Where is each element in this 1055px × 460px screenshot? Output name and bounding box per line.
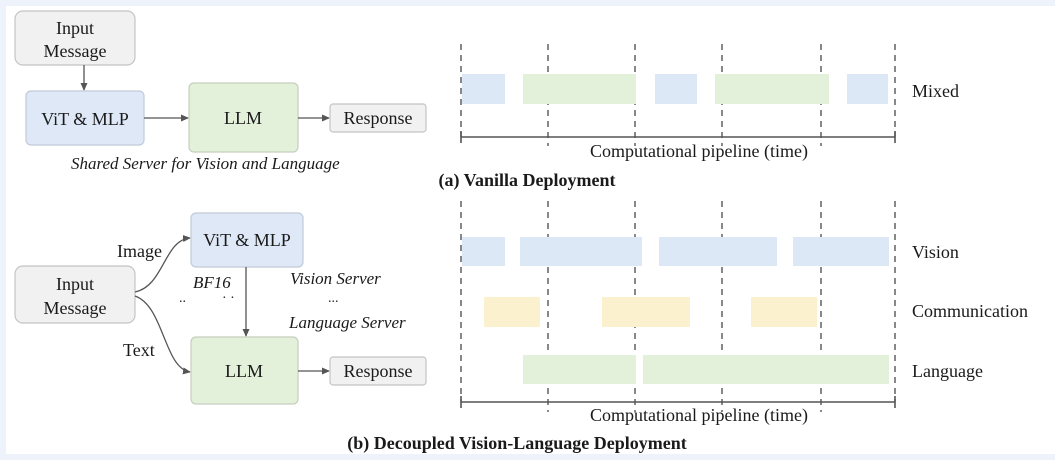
caption-decoupled: (b) Decoupled Vision-Language Deployment xyxy=(347,433,687,454)
image-branch-label: Image xyxy=(117,241,162,261)
decoupled-vit-label: ViT & MLP xyxy=(203,230,291,250)
communication-segment-1 xyxy=(484,297,540,327)
separator-dots-left: .. xyxy=(179,291,186,306)
communication-segment-3 xyxy=(751,297,817,327)
vanilla-input-line2: Message xyxy=(44,41,107,61)
vision-segment-4 xyxy=(793,237,889,266)
vision-segment-1 xyxy=(462,237,505,266)
language-segment-1 xyxy=(523,355,636,384)
decoupled-response-label: Response xyxy=(344,361,413,381)
separator-dots-right: ... xyxy=(328,291,339,306)
mixed-vision-segment-1 xyxy=(462,74,505,104)
text-branch-arrow xyxy=(134,295,191,375)
decoupled-input-box xyxy=(14,265,136,324)
vision-segment-2 xyxy=(520,237,642,266)
decoupled-vit-box xyxy=(190,212,304,268)
decoupled-input-line1: Input xyxy=(56,274,94,294)
mixed-language-segment-2 xyxy=(715,74,829,104)
vanilla-input-box xyxy=(14,10,136,66)
text-branch-label: Text xyxy=(123,340,155,360)
row-label-vision: Vision xyxy=(912,242,959,262)
row-label-language: Language xyxy=(912,361,983,381)
vision-segment-3 xyxy=(659,237,777,266)
mixed-vision-segment-2 xyxy=(655,74,697,104)
language-server-label: Language Server xyxy=(288,313,406,332)
figure: Input Message ViT & MLP LLM Response Sha… xyxy=(6,6,1055,454)
vanilla-input-line1: Input xyxy=(56,18,94,38)
separator-dots-mid: · · xyxy=(222,291,235,306)
communication-segment-2 xyxy=(602,297,690,327)
vanilla-timeline: Mixed Computational pipeline (time) xyxy=(460,44,959,162)
decoupled-input-line2: Message xyxy=(44,298,107,318)
vanilla-flow: Input Message ViT & MLP LLM Response Sha… xyxy=(14,10,427,173)
decoupled-llm-label: LLM xyxy=(225,361,263,381)
image-branch-arrow xyxy=(134,235,191,293)
row-label-communication: Communication xyxy=(912,301,1028,321)
decoupled-response-box xyxy=(329,356,427,386)
decoupled-flow: Input Message Image Text ViT & MLP BF16 … xyxy=(14,212,427,405)
vanilla-axis-label: Computational pipeline (time) xyxy=(590,141,808,162)
mixed-vision-segment-3 xyxy=(847,74,888,104)
bf16-label: BF16 xyxy=(193,273,231,292)
deployment-diagram: Input Message ViT & MLP LLM Response Sha… xyxy=(14,10,1028,454)
vanilla-vit-label: ViT & MLP xyxy=(41,109,129,129)
vanilla-response-label: Response xyxy=(344,108,413,128)
mixed-language-segment-1 xyxy=(523,74,636,104)
language-segment-2 xyxy=(643,355,889,384)
vanilla-response-box xyxy=(329,103,427,133)
decoupled-axis-label: Computational pipeline (time) xyxy=(590,405,808,426)
shared-server-note: Shared Server for Vision and Language xyxy=(71,154,340,173)
row-label-mixed: Mixed xyxy=(912,81,959,101)
vanilla-llm-label: LLM xyxy=(224,108,262,128)
decoupled-timeline: Vision Communication Language Computatio… xyxy=(460,201,1028,426)
caption-vanilla: (a) Vanilla Deployment xyxy=(438,170,615,191)
vision-server-label: Vision Server xyxy=(290,269,381,288)
